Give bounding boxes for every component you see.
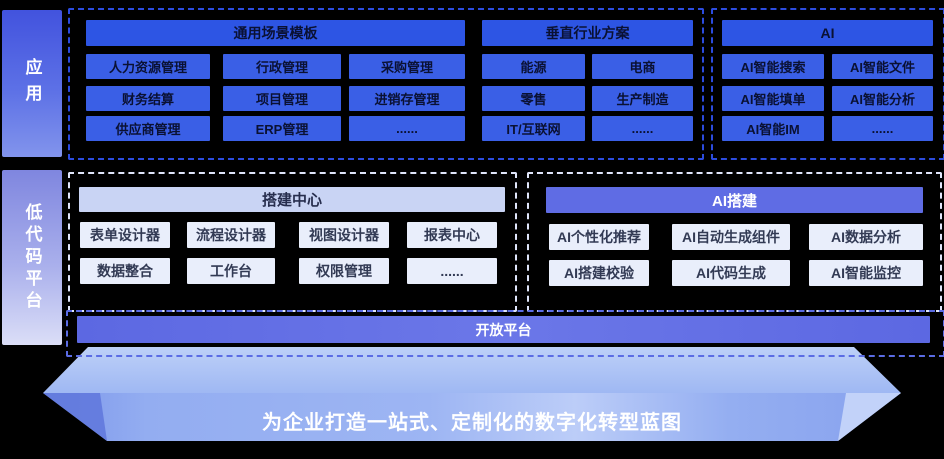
chip-ai-apps-more: ...... xyxy=(832,116,933,141)
chip-ai-im: AI智能IM xyxy=(722,116,824,141)
chip-supplier-management: 供应商管理 xyxy=(86,116,210,141)
platform-right-facet xyxy=(838,393,901,441)
section-title-general-templates: 通用场景模板 xyxy=(86,20,465,46)
chip-ai-form-fill: AI智能填单 xyxy=(722,86,824,111)
chip-data-integration: 数据整合 xyxy=(80,258,170,284)
chip-retail: 零售 xyxy=(482,86,585,111)
chip-procurement: 采购管理 xyxy=(349,54,465,79)
container-templates-and-solutions xyxy=(68,8,704,160)
chip-form-designer: 表单设计器 xyxy=(80,222,170,248)
chip-ai-build-validation: AI搭建校验 xyxy=(549,260,649,286)
platform-top-face xyxy=(43,347,901,393)
chip-ai-analysis: AI智能分析 xyxy=(832,86,933,111)
chip-project-management: 项目管理 xyxy=(223,86,341,111)
section-title-build-center: 搭建中心 xyxy=(79,187,505,212)
chip-ai-smart-monitoring: AI智能监控 xyxy=(809,260,923,286)
chip-erp-management: ERP管理 xyxy=(223,116,341,141)
platform-slogan: 为企业打造一站式、定制化的数字化转型蓝图 xyxy=(262,412,682,434)
section-title-ai-apps: AI xyxy=(722,20,933,46)
chip-flow-designer: 流程设计器 xyxy=(187,222,275,248)
chip-solutions-more: ...... xyxy=(592,116,693,141)
platform-front-face xyxy=(43,393,901,441)
chip-finance-settlement: 财务结算 xyxy=(86,86,210,111)
chip-workbench: 工作台 xyxy=(187,258,275,284)
chip-ai-personalized-recommendation: AI个性化推荐 xyxy=(549,224,649,250)
side-label-low-code-platform: 低代码平台 xyxy=(2,170,62,345)
platform-left-facet xyxy=(43,393,107,441)
chip-admin-management: 行政管理 xyxy=(223,54,341,79)
chip-templates-more: ...... xyxy=(349,116,465,141)
chip-it-internet: IT/互联网 xyxy=(482,116,585,141)
chip-manufacturing: 生产制造 xyxy=(592,86,693,111)
open-platform-bar: 开放平台 xyxy=(77,316,930,343)
chip-permission-management: 权限管理 xyxy=(299,258,389,284)
section-title-vertical-solutions: 垂直行业方案 xyxy=(482,20,693,46)
chip-ecommerce: 电商 xyxy=(592,54,693,79)
section-title-ai-build: AI搭建 xyxy=(546,187,923,213)
chip-hr-management: 人力资源管理 xyxy=(86,54,210,79)
chip-ai-code-generation: AI代码生成 xyxy=(672,260,790,286)
platform-slab-graphic xyxy=(43,347,901,441)
chip-build-center-more: ...... xyxy=(407,258,497,284)
chip-ai-data-analysis: AI数据分析 xyxy=(809,224,923,250)
chip-inventory-management: 进销存管理 xyxy=(349,86,465,111)
chip-ai-auto-generate-components: AI自动生成组件 xyxy=(672,224,790,250)
chip-report-center: 报表中心 xyxy=(407,222,497,248)
side-label-application: 应用 xyxy=(2,10,62,157)
chip-energy: 能源 xyxy=(482,54,585,79)
chip-ai-files: AI智能文件 xyxy=(832,54,933,79)
chip-ai-search: AI智能搜索 xyxy=(722,54,824,79)
chip-view-designer: 视图设计器 xyxy=(299,222,389,248)
